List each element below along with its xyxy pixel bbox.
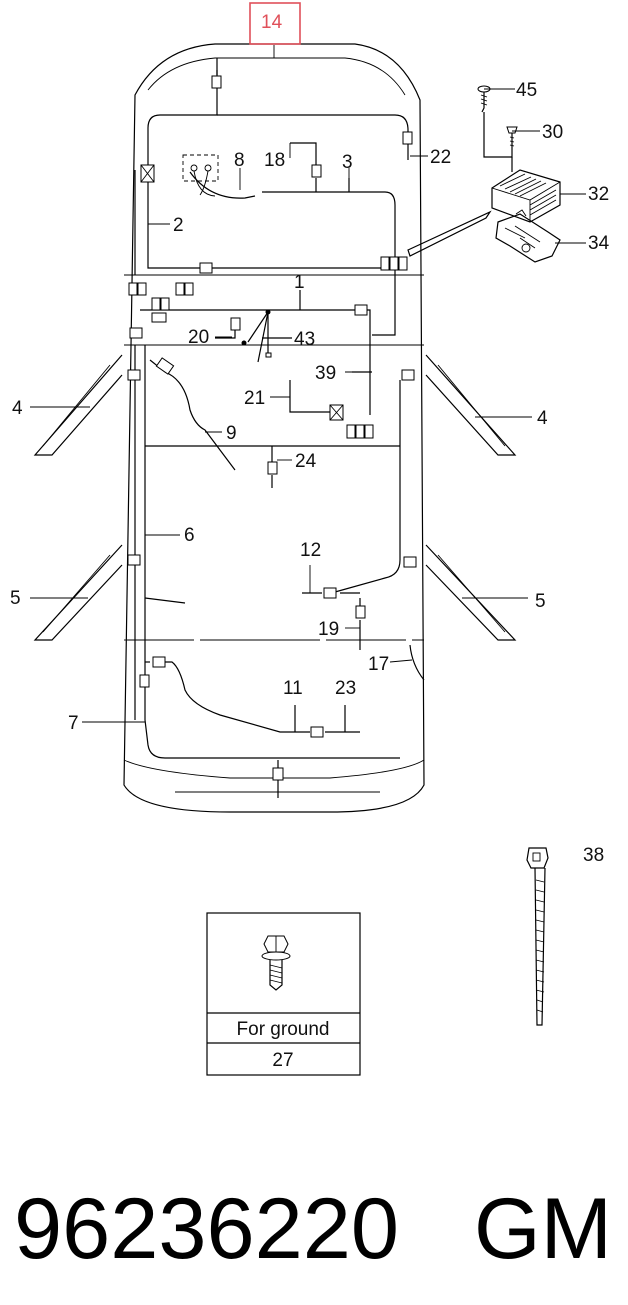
brand-name: GM [474,1181,612,1277]
callout-22: 22 [430,147,451,168]
bolt-icon [261,935,291,991]
connector-icon [380,256,390,271]
connector-icon [272,767,284,781]
fuse-box-icon [407,169,561,263]
connector-icon [346,424,356,439]
connector-icon [184,282,194,296]
connector-icon [389,256,399,271]
callout-23: 23 [335,678,356,699]
callout-34: 34 [588,233,610,254]
callout-43: 43 [294,329,315,350]
callout-7: 7 [68,713,79,734]
connector-icon [267,461,278,475]
connector-icon [398,256,408,271]
connector-icon [175,282,185,296]
callout-24: 24 [295,451,317,472]
connector-icon [129,327,143,339]
connectors [127,75,417,781]
callout-14: 14 [261,12,283,33]
connector-icon [323,587,337,599]
callout-4-right: 4 [537,408,548,429]
callout-labels: 14 45 30 22 8 18 3 32 34 2 1 20 43 39 4 … [10,2,610,866]
connector-icon [211,75,222,89]
screw-icon [506,126,518,148]
callout-2: 2 [173,215,184,236]
callout-9: 9 [226,423,237,444]
connector-icon [128,282,138,296]
connector-icon [151,297,161,311]
callout-6: 6 [184,525,195,546]
connector-icon [402,131,413,145]
callout-32: 32 [588,184,609,205]
callout-4-left: 4 [12,398,23,419]
connector-icon [139,674,150,688]
connector-icon [355,605,366,619]
connector-icon [310,726,324,738]
connector-icon [355,424,365,439]
leader-lines [30,45,586,723]
ground-caption: For ground [237,1019,330,1040]
callout-8: 8 [234,150,245,171]
callout-20: 20 [188,327,209,348]
callout-5-left: 5 [10,588,21,609]
callout-30: 30 [542,122,563,143]
connector-icon [354,304,368,316]
callout-11: 11 [283,678,303,699]
ground-part-number: 27 [272,1050,293,1071]
callout-39: 39 [315,363,336,384]
connector-icon [311,164,322,178]
connector-icon [152,656,166,668]
cable-tie-icon [526,847,549,1026]
connector-icon [199,262,213,274]
screw-icon [477,85,491,113]
callout-1: 1 [294,272,305,293]
callout-17: 17 [368,654,389,675]
left-rear-door [33,544,123,641]
connector-icon [127,554,141,566]
callout-5-right: 5 [535,591,546,612]
connector-icon [137,282,147,296]
callout-12: 12 [300,540,321,561]
callout-3: 3 [342,152,353,173]
connector-icon [151,312,167,323]
part-number: 96236220 [14,1181,399,1277]
callout-45: 45 [516,80,537,101]
connector-icon [160,297,170,311]
connector-icon [127,369,141,381]
harness-wires [134,58,425,798]
connector-icon [364,424,374,439]
ground-bolt-box: For ground 27 [206,912,361,1076]
callout-18: 18 [264,150,285,171]
left-front-door [33,354,123,456]
highlight-box [249,2,301,45]
right-front-door [425,354,517,456]
connector-icon [401,369,415,381]
callout-19: 19 [318,619,339,640]
right-rear-door [425,544,517,641]
connector-icon [403,556,417,568]
callout-21: 21 [244,388,265,409]
callout-38: 38 [583,845,604,866]
connector-icon [230,317,241,331]
